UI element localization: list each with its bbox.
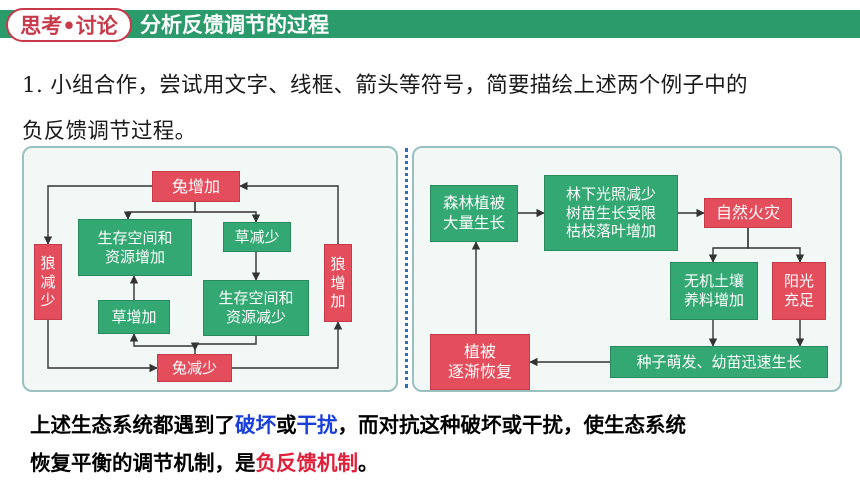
- conclusion-text-2: ，而对抗这种破坏或干扰，使生态系统: [337, 413, 687, 437]
- node-nutrient-increase: 无机土壤 养料增加: [670, 262, 758, 320]
- conclusion-period: 。: [358, 451, 379, 475]
- conclusion-line-2: 恢复平衡的调节机制，是负反馈机制。: [30, 446, 379, 476]
- node-grass-increase: 草增加: [98, 300, 170, 334]
- node-space-increase: 生存空间和 资源增加: [78, 219, 192, 276]
- conclusion-text-3: 恢复平衡的调节机制，是: [30, 451, 256, 475]
- node-space-decrease: 生存空间和 资源减少: [203, 280, 309, 336]
- header-background: [0, 10, 860, 38]
- node-grass-decrease: 草减少: [223, 222, 291, 252]
- conclusion-or: 或: [276, 413, 297, 437]
- conclusion-text-1: 上述生态系统都遇到了: [30, 413, 235, 437]
- conclusion-mechanism: 负反馈机制: [255, 451, 359, 475]
- node-wolf-decrease: 狼 减 少: [34, 244, 62, 320]
- header-bar: 思考•讨论 分析反馈调节的过程: [0, 0, 860, 46]
- space-decrease-line-2: 资源减少: [225, 308, 286, 326]
- page-title: 分析反馈调节的过程: [140, 13, 329, 37]
- sunlight-line-2: 充足: [783, 291, 814, 309]
- conclusion-interfere: 干扰: [296, 413, 338, 437]
- question-line-1: 1. 小组合作，尝试用文字、线框、箭头等符号，简要描绘上述两个例子中的: [22, 73, 748, 98]
- wolf-decrease-char-1: 狼: [40, 253, 56, 272]
- wolf-decrease-char-2: 减: [40, 272, 56, 291]
- wolf-increase-char-3: 加: [330, 292, 346, 311]
- node-forest-growth: 森林植被 大量生长: [430, 185, 518, 242]
- node-recovery: 植被 逐渐恢复: [430, 334, 530, 390]
- light-decrease-line-2: 树苗生长受限: [565, 203, 656, 222]
- node-wolf-increase: 狼 增 加: [324, 244, 352, 322]
- recovery-line-1: 植被: [463, 342, 496, 361]
- discussion-tag-label: 思考•讨论: [20, 14, 118, 38]
- wolf-increase-char-2: 增: [330, 273, 346, 292]
- nutrient-increase-line-1: 无机土壤: [683, 272, 744, 291]
- node-light-decrease: 林下光照减少 树苗生长受限 枯枝落叶增加: [544, 175, 678, 251]
- light-decrease-line-1: 林下光照减少: [565, 184, 656, 203]
- node-wildfire: 自然火灾: [704, 198, 792, 228]
- space-increase-line-2: 资源增加: [104, 247, 165, 266]
- forest-growth-line-1: 森林植被: [442, 194, 505, 213]
- space-increase-line-1: 生存空间和: [97, 228, 173, 247]
- light-decrease-line-3: 枯枝落叶增加: [565, 222, 656, 241]
- wolf-increase-char-1: 狼: [330, 254, 346, 273]
- recovery-line-2: 逐渐恢复: [447, 362, 512, 381]
- forest-growth-line-2: 大量生长: [442, 213, 505, 232]
- node-rabbit-decrease: 兔减少: [157, 354, 232, 382]
- node-sunlight: 阳光 充足: [772, 262, 826, 320]
- space-decrease-line-1: 生存空间和: [218, 289, 294, 308]
- discussion-tag: 思考•讨论: [6, 8, 132, 42]
- conclusion-line-1: 上述生态系统都遇到了破坏或干扰，而对抗这种破坏或干扰，使生态系统: [30, 408, 686, 438]
- panel-divider: [405, 148, 408, 388]
- node-rabbit-increase: 兔增加: [152, 171, 240, 202]
- sunlight-line-1: 阳光: [783, 272, 814, 291]
- node-seed-sprout: 种子萌发、幼苗迅速生长: [610, 346, 828, 378]
- nutrient-increase-line-2: 养料增加: [683, 291, 744, 309]
- question-line-2: 负反馈调节过程。: [22, 119, 197, 144]
- wolf-decrease-char-3: 少: [40, 291, 56, 310]
- conclusion-destroy: 破坏: [235, 413, 276, 437]
